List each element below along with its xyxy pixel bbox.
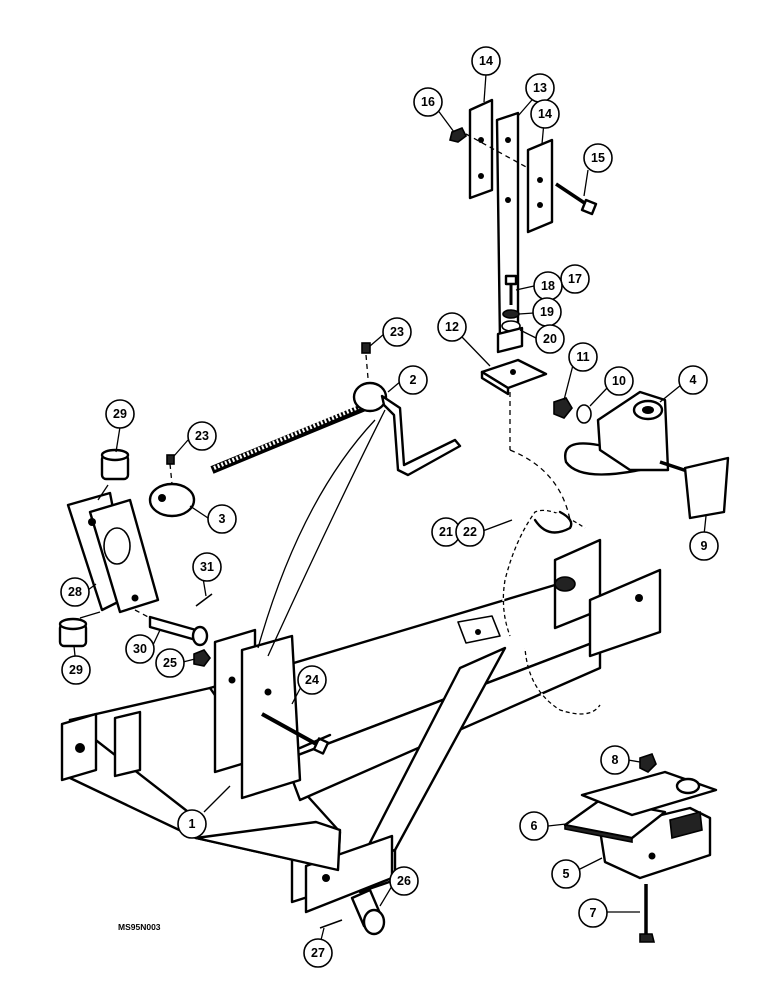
callout-label: 21 bbox=[439, 525, 453, 539]
callout-label: 26 bbox=[397, 874, 411, 888]
callout-label: 18 bbox=[541, 279, 555, 293]
callout-label: 13 bbox=[533, 81, 547, 95]
callout-label: 8 bbox=[612, 753, 619, 767]
callout-10: 10 bbox=[604, 366, 634, 396]
callout-label: 22 bbox=[463, 525, 477, 539]
callout-label: 29 bbox=[69, 663, 83, 677]
main-frame bbox=[60, 538, 662, 914]
bolt-15 bbox=[555, 182, 598, 216]
callout-30: 30 bbox=[125, 634, 155, 664]
hitch-pin bbox=[659, 456, 730, 520]
clamp-top bbox=[580, 770, 718, 817]
foot-plate bbox=[480, 358, 548, 396]
callout-label: 25 bbox=[163, 656, 177, 670]
bolt-7 bbox=[639, 884, 656, 943]
callout-label: 6 bbox=[531, 819, 538, 833]
callout-label: 2 bbox=[410, 373, 417, 387]
callout-label: 23 bbox=[390, 325, 404, 339]
callout-label: 16 bbox=[421, 95, 435, 109]
callout-label: 4 bbox=[690, 373, 697, 387]
callout-16: 16 bbox=[413, 87, 443, 117]
drawing-code: MS95N003 bbox=[118, 922, 161, 932]
callout-3: 3 bbox=[207, 504, 237, 534]
safety-chain bbox=[502, 509, 601, 715]
side-plate-right bbox=[526, 138, 554, 234]
callout-19: 19 bbox=[532, 297, 562, 327]
callout-31: 31 bbox=[192, 552, 222, 582]
callout-label: 30 bbox=[133, 642, 147, 656]
callout-29-top: 29 bbox=[105, 399, 135, 429]
callout-label: 7 bbox=[590, 906, 597, 920]
clevis bbox=[563, 390, 670, 476]
callout-28: 28 bbox=[60, 577, 90, 607]
jack-crank bbox=[352, 381, 462, 477]
callout-1: 1 bbox=[177, 809, 207, 839]
callout-label: 3 bbox=[219, 512, 226, 526]
callout-label: 10 bbox=[612, 374, 626, 388]
nut-11 bbox=[553, 397, 573, 419]
callout-label: 5 bbox=[563, 867, 570, 881]
callout-label: 11 bbox=[576, 350, 589, 364]
pivot-plates bbox=[66, 491, 160, 614]
callout-label: 1 bbox=[189, 817, 196, 831]
callout-label: 23 bbox=[195, 429, 209, 443]
callout-label: 14 bbox=[538, 107, 552, 121]
callout-21: 21 bbox=[431, 517, 461, 547]
washer-10 bbox=[576, 404, 592, 424]
callout-23-top: 23 bbox=[382, 317, 412, 347]
grease-fitting-top bbox=[361, 342, 371, 379]
callout-label: 29 bbox=[113, 407, 127, 421]
callout-14-right: 14 bbox=[530, 99, 560, 129]
callout-label: 15 bbox=[591, 151, 605, 165]
bushing-top bbox=[100, 448, 130, 481]
callout-8: 8 bbox=[600, 745, 630, 775]
callout-label: 17 bbox=[568, 272, 582, 286]
callout-label: 12 bbox=[445, 320, 459, 334]
callout-label: 9 bbox=[701, 539, 708, 553]
callout-20: 20 bbox=[535, 324, 565, 354]
stand-bolt bbox=[504, 274, 518, 305]
callout-24: 24 bbox=[297, 665, 327, 695]
pivot-pin bbox=[134, 609, 209, 647]
clevis-pin-26 bbox=[350, 888, 386, 936]
callout-6: 6 bbox=[519, 811, 549, 841]
bolt-24 bbox=[261, 712, 332, 755]
bushing-bottom bbox=[58, 617, 88, 648]
callout-18: 18 bbox=[533, 271, 563, 301]
jack-sleeve bbox=[148, 454, 196, 518]
callout-25: 25 bbox=[155, 648, 185, 678]
callout-7: 7 bbox=[578, 898, 608, 928]
callout-4: 4 bbox=[678, 365, 708, 395]
callout-2: 2 bbox=[398, 365, 428, 395]
callout-27: 27 bbox=[303, 938, 333, 968]
callout-label: 24 bbox=[305, 673, 319, 687]
callout-label: 31 bbox=[200, 560, 214, 574]
callout-label: 14 bbox=[479, 54, 493, 68]
jack-screw bbox=[210, 396, 384, 474]
callout-29-bottom: 29 bbox=[61, 655, 91, 685]
nut-25 bbox=[193, 649, 211, 667]
stand-leg bbox=[495, 111, 520, 344]
nut-8 bbox=[639, 753, 657, 773]
callout-15: 15 bbox=[583, 143, 613, 173]
callout-22: 22 bbox=[455, 517, 485, 547]
callout-label: 28 bbox=[68, 585, 82, 599]
callout-23-left: 23 bbox=[187, 421, 217, 451]
callout-5: 5 bbox=[551, 859, 581, 889]
callout-label: 19 bbox=[540, 305, 554, 319]
side-plate-left bbox=[468, 98, 494, 200]
callout-13: 13 bbox=[525, 73, 555, 103]
callout-11: 11 bbox=[568, 342, 598, 372]
callout-label: 20 bbox=[543, 332, 557, 346]
callout-9: 9 bbox=[689, 531, 719, 561]
callout-26: 26 bbox=[389, 866, 419, 896]
callout-14-left: 14 bbox=[471, 46, 501, 76]
callout-label: 27 bbox=[311, 946, 325, 960]
callout-17: 17 bbox=[560, 264, 590, 294]
callout-12: 12 bbox=[437, 312, 467, 342]
